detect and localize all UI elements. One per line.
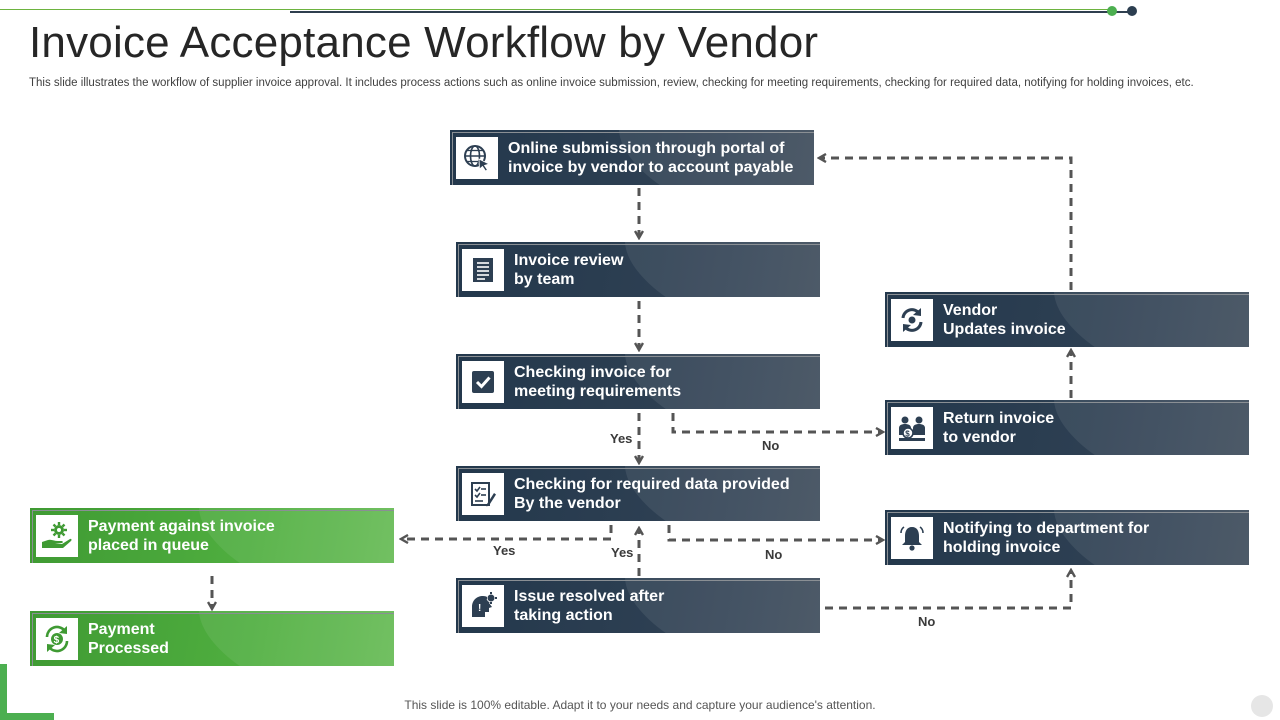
corner-circle-decoration	[1251, 695, 1273, 717]
refresh-icon	[891, 298, 933, 341]
connector-vendor-update-to-submission	[819, 158, 1073, 290]
dollar-cycle-icon: $	[36, 617, 78, 660]
edge-label-requirements-yes: Yes	[610, 431, 633, 446]
edge-label-requirements-no: No	[762, 438, 780, 453]
top-accent-line	[0, 9, 1112, 10]
slide-subtitle: This slide illustrates the workflow of s…	[29, 77, 1194, 89]
node-invoice-review-label: Invoice review by team	[514, 251, 624, 288]
corner-accent-horizontal	[0, 713, 54, 720]
connector-data-to-notify	[667, 525, 883, 540]
connector-data-to-payment-queue	[401, 525, 613, 539]
corner-accent-vertical	[0, 664, 7, 720]
node-return-invoice-label: Return invoice to vendor	[943, 409, 1055, 446]
node-checking-data[interactable]: Checking for required data provided By t…	[456, 466, 820, 521]
footer-note: This slide is 100% editable. Adapt it to…	[404, 698, 876, 712]
people-money-icon: $	[891, 406, 933, 449]
node-online-submission[interactable]: Online submission through portal of invo…	[450, 130, 814, 185]
node-payment-queue[interactable]: Payment against invoice placed in queue	[30, 508, 394, 563]
globe-cursor-icon	[456, 136, 498, 179]
edge-label-issue-no: No	[918, 614, 936, 629]
top-dark-line	[290, 11, 1132, 13]
checkbox-icon	[462, 360, 504, 403]
gear-head-icon: !	[462, 584, 504, 627]
connector-issue-to-notify	[825, 570, 1071, 610]
hand-gear-icon	[36, 514, 78, 557]
node-checking-data-label: Checking for required data provided By t…	[514, 475, 790, 512]
svg-text:$: $	[54, 635, 60, 646]
accent-dot-green	[1107, 6, 1117, 16]
accent-dot-dark	[1127, 6, 1137, 16]
edge-label-data-yes-down: Yes	[611, 545, 634, 560]
node-notify-department[interactable]: Notifying to department for holding invo…	[885, 510, 1249, 565]
node-notify-department-label: Notifying to department for holding invo…	[943, 519, 1150, 556]
checklist-icon	[462, 472, 504, 515]
bell-icon	[891, 516, 933, 559]
node-payment-queue-label: Payment against invoice placed in queue	[88, 517, 275, 554]
svg-text:$: $	[905, 429, 910, 438]
connector-requirements-to-return	[671, 413, 883, 432]
node-online-submission-label: Online submission through portal of invo…	[508, 139, 794, 176]
node-payment-processed[interactable]: $ Payment Processed	[30, 611, 394, 666]
node-issue-resolved[interactable]: ! Issue resolved after taking action	[456, 578, 820, 633]
slide-title: Invoice Acceptance Workflow by Vendor	[29, 18, 819, 67]
node-checking-requirements-label: Checking invoice for meeting requirement…	[514, 363, 682, 400]
edge-label-data-no: No	[765, 547, 783, 562]
node-vendor-updates-label: Vendor Updates invoice	[943, 301, 1066, 338]
node-issue-resolved-label: Issue resolved after taking action	[514, 587, 665, 624]
edge-label-data-yes-left: Yes	[493, 543, 516, 558]
node-return-invoice[interactable]: $ Return invoice to vendor	[885, 400, 1249, 455]
list-document-icon	[462, 248, 504, 291]
svg-text:!: !	[478, 603, 481, 614]
node-invoice-review[interactable]: Invoice review by team	[456, 242, 820, 297]
node-checking-requirements[interactable]: Checking invoice for meeting requirement…	[456, 354, 820, 409]
node-payment-processed-label: Payment Processed	[88, 620, 169, 657]
node-vendor-updates[interactable]: Vendor Updates invoice	[885, 292, 1249, 347]
